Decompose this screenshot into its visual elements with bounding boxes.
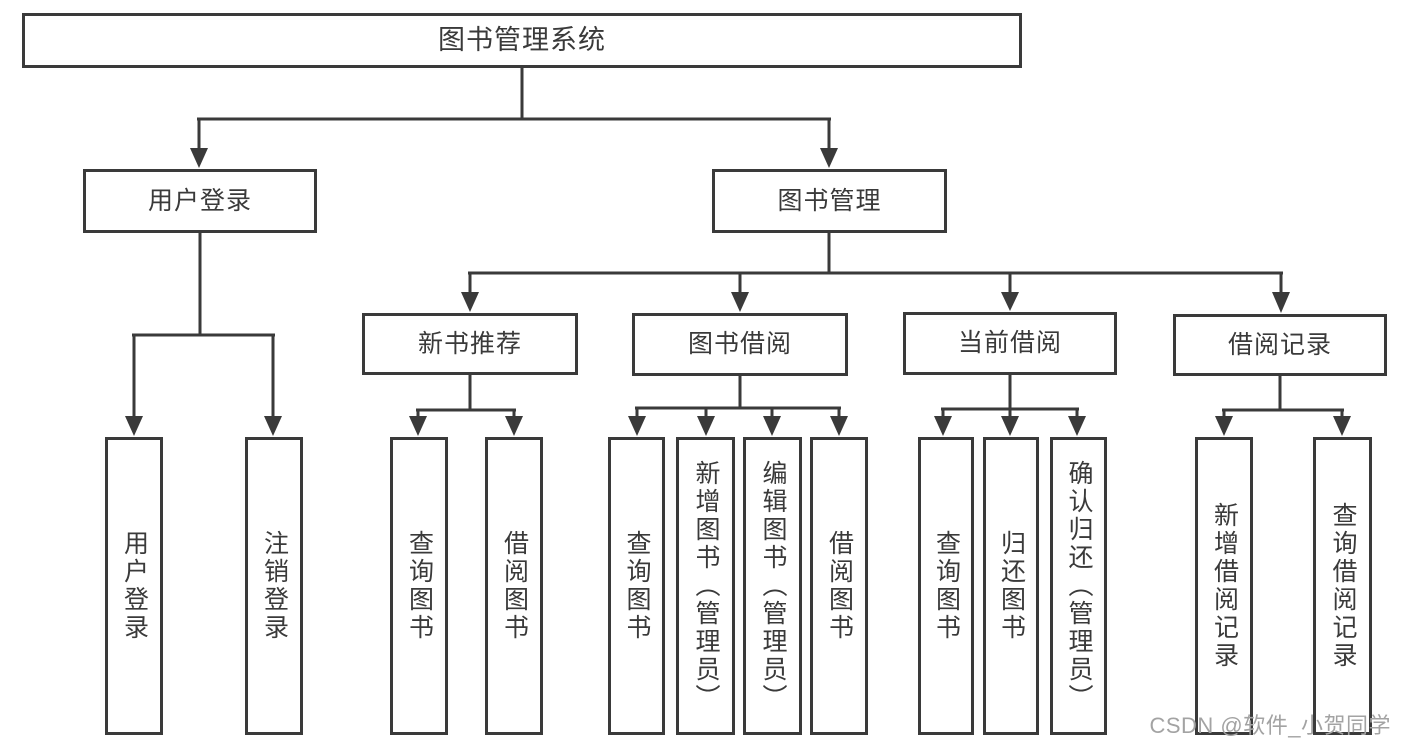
leaf-user-login: 用户登录 [105,437,163,735]
leaf-logout-label: 注销登录 [260,530,289,642]
leaf-add-books-admin-label: 新增图书（管理员） [692,460,720,712]
node-new-book-recommend-label: 新书推荐 [417,329,522,358]
leaf-query-borrow-record: 查询借阅记录 [1313,437,1372,735]
node-library-management-system-label: 图书管理系统 [438,25,606,55]
node-book-borrow-label: 图书借阅 [687,330,792,358]
leaf-query-borrow-record-label: 查询借阅记录 [1329,502,1357,670]
node-book-management: 图书管理 [712,169,947,233]
csdn-watermark: CSDN @软件_小贺同学 [1149,713,1391,738]
leaf-current-query-books: 查询图书 [918,437,974,735]
leaf-borrow-books: 借阅图书 [810,437,868,735]
node-current-borrow: 当前借阅 [903,312,1117,375]
leaf-edit-books-admin: 编辑图书（管理员） [743,437,802,735]
node-borrow-record: 借阅记录 [1173,314,1387,376]
leaf-return-books: 归还图书 [983,437,1039,735]
leaf-edit-books-admin-label: 编辑图书（管理员） [759,460,787,712]
node-library-management-system: 图书管理系统 [22,13,1022,68]
node-current-borrow-label: 当前借阅 [957,329,1062,357]
node-new-book-recommend: 新书推荐 [362,313,578,375]
leaf-recommend-borrow-books-label: 借阅图书 [500,530,529,642]
leaf-confirm-return-admin-label: 确认归还（管理员） [1065,460,1093,712]
node-user-login: 用户登录 [83,169,317,233]
leaf-user-login-label: 用户登录 [120,530,149,642]
leaf-return-books-label: 归还图书 [997,530,1026,642]
node-book-management-label: 图书管理 [777,186,882,215]
leaf-add-borrow-record: 新增借阅记录 [1195,437,1253,735]
leaf-add-books-admin: 新增图书（管理员） [676,437,735,735]
leaf-borrow-books-label: 借阅图书 [825,530,854,642]
leaf-recommend-query-books-label: 查询图书 [405,530,434,642]
node-book-borrow: 图书借阅 [632,313,848,376]
leaf-current-query-books-label: 查询图书 [932,530,961,642]
leaf-borrow-query-books-label: 查询图书 [623,530,651,642]
node-user-login-label: 用户登录 [147,186,252,215]
leaf-recommend-borrow-books: 借阅图书 [485,437,543,735]
leaf-confirm-return-admin: 确认归还（管理员） [1050,437,1107,735]
leaf-borrow-query-books: 查询图书 [608,437,665,735]
leaf-logout: 注销登录 [245,437,303,735]
leaf-add-borrow-record-label: 新增借阅记录 [1210,502,1239,670]
node-borrow-record-label: 借阅记录 [1227,330,1332,359]
leaf-recommend-query-books: 查询图书 [390,437,448,735]
